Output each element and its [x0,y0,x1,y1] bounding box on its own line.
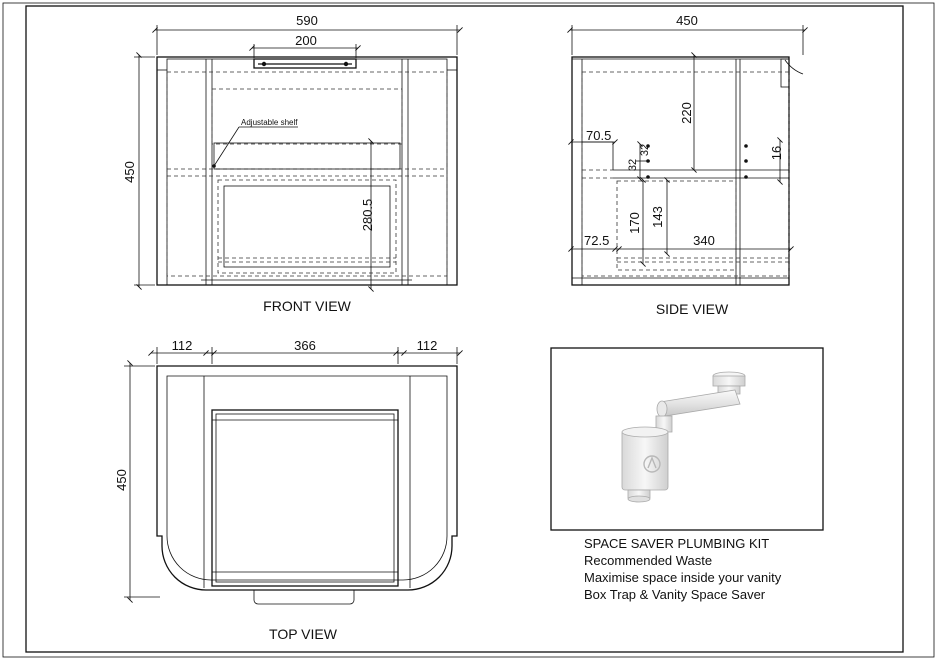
shelf-leader [213,126,240,167]
top-inner-drawer [211,409,399,587]
kit-title: SPACE SAVER PLUMBING KIT [584,536,770,551]
front-outer-frame [156,56,458,286]
front-height-label: 450 [122,161,137,183]
front-view [134,25,463,292]
inner-border [25,5,904,653]
top-depth-label: 450 [114,469,129,491]
top-view-caption: TOP VIEW [269,626,338,642]
side-view-caption: SIDE VIEW [656,301,729,317]
front-shelf-height-label: 280.5 [360,199,375,232]
kit-line-3: Box Trap & Vanity Space Saver [584,587,766,602]
box-trap-illustration [621,371,746,503]
kit-line-2: Maximise space inside your vanity [584,570,782,585]
side-top-gap-label: 220 [679,102,694,124]
top-right-width-label: 112 [417,338,438,353]
side-depth-label: 450 [676,13,698,28]
front-view-caption: FRONT VIEW [263,298,351,314]
side-outer-frame [571,56,790,286]
kit-image-frame [550,347,824,531]
side-view [567,25,808,286]
top-left-width-label: 112 [172,338,193,353]
side-inner-depth-label: 340 [693,233,715,248]
top-view [124,347,463,605]
top-handle [253,590,355,605]
side-left-offset-lower-label: 72.5 [584,233,609,248]
adjustable-shelf-label: Adjustable shelf [241,118,298,127]
side-shelf-thickness-label: 16 [769,146,784,160]
adjustable-shelf [213,142,401,170]
front-handle-width-label: 200 [295,33,317,48]
side-hole-spacing-label: 32 [627,159,639,171]
handle-recess [253,58,357,69]
side-height-143-label: 143 [650,206,665,228]
kit-line-1: Recommended Waste [584,553,713,568]
top-outer-outline [156,365,458,591]
side-left-offset-upper-label: 70.5 [586,128,611,143]
top-center-width-label: 366 [294,338,316,353]
front-width-label: 590 [296,13,318,28]
side-height-170-label: 170 [627,212,642,234]
side-hole-spacing-2-label: 32 [639,144,651,156]
